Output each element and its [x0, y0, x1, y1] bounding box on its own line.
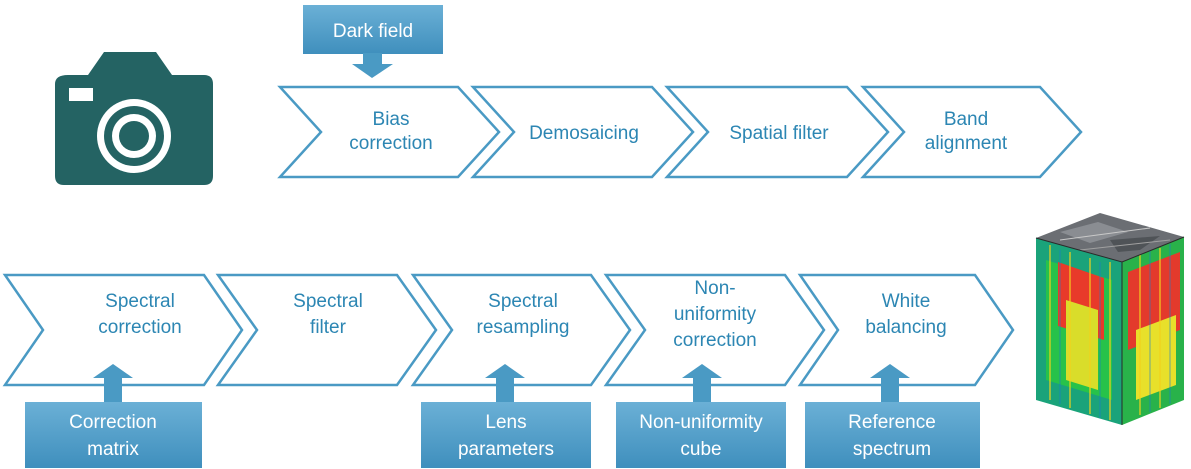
- input-arrows: [93, 364, 910, 403]
- chevron-spectral-filter: [215, 273, 438, 387]
- spectral-resampling-line1: Spectral: [488, 291, 558, 312]
- white-balancing-line1: White: [882, 291, 931, 312]
- chevron-spectral-resampling: [410, 273, 632, 387]
- row1-labels: Bias correction Demosaicing Spatial filt…: [349, 109, 1008, 154]
- non-uniformity-cube-input: Non-uniformity cube: [616, 402, 786, 468]
- dark-field-label: Dark field: [333, 21, 413, 42]
- bias-correction-line1: Bias: [373, 109, 410, 130]
- bias-correction-line2: correction: [349, 133, 432, 154]
- non-uniformity-cube-line1: Non-uniformity: [639, 412, 763, 433]
- spectral-correction-line2: correction: [98, 317, 181, 338]
- lens-parameters-input: Lens parameters: [421, 402, 591, 468]
- row2-chevrons: [2, 273, 1015, 387]
- non-uniformity-line3: correction: [673, 330, 756, 351]
- non-uniformity-line2: uniformity: [674, 304, 757, 325]
- chevron-white-balancing: [797, 273, 1015, 387]
- correction-matrix-arrow: [93, 364, 133, 403]
- band-alignment-line2: alignment: [925, 133, 1008, 154]
- chevron-spectral-correction: [2, 273, 244, 387]
- chevron-band-alignment: [860, 85, 1083, 179]
- spectral-correction-line1: Spectral: [105, 291, 175, 312]
- non-uniformity-cube-line2: cube: [680, 439, 721, 460]
- chevron-non-uniformity-correction: [603, 273, 826, 387]
- reference-spectrum-line1: Reference: [848, 412, 936, 433]
- row2-labels: Spectral correction Spectral filter Spec…: [98, 278, 946, 351]
- reference-spectrum-line2: spectrum: [853, 439, 931, 460]
- row1-chevrons: [277, 85, 1083, 179]
- spectral-resampling-line2: resampling: [477, 317, 570, 338]
- lens-parameters-line2: parameters: [458, 439, 554, 460]
- reference-spectrum-arrow: [870, 364, 910, 403]
- dark-field-input: Dark field: [303, 5, 443, 54]
- lens-parameters-arrow: [485, 364, 525, 403]
- demosaicing-label: Demosaicing: [529, 123, 639, 144]
- spectral-filter-line2: filter: [310, 317, 347, 338]
- white-balancing-line2: balancing: [865, 317, 946, 338]
- bottom-inputs: Correction matrix Lens parameters Non-un…: [25, 402, 980, 468]
- chevron-spatial-filter: [664, 85, 890, 179]
- correction-matrix-input: Correction matrix: [25, 402, 202, 468]
- non-uniformity-cube-arrow: [682, 364, 722, 403]
- chevron-demosaicing: [470, 85, 695, 179]
- spatial-filter-label: Spatial filter: [729, 123, 829, 144]
- hyperspectral-cube-image: [1035, 213, 1185, 425]
- camera-icon: [55, 52, 213, 185]
- dark-field-arrow: [352, 53, 393, 78]
- reference-spectrum-input: Reference spectrum: [805, 402, 980, 468]
- correction-matrix-line1: Correction: [69, 412, 157, 433]
- band-alignment-line1: Band: [944, 109, 988, 130]
- chevron-bias-correction: [277, 85, 501, 179]
- correction-matrix-line2: matrix: [87, 439, 139, 460]
- lens-parameters-line1: Lens: [485, 412, 526, 433]
- non-uniformity-line1: Non-: [694, 278, 735, 299]
- spectral-filter-line1: Spectral: [293, 291, 363, 312]
